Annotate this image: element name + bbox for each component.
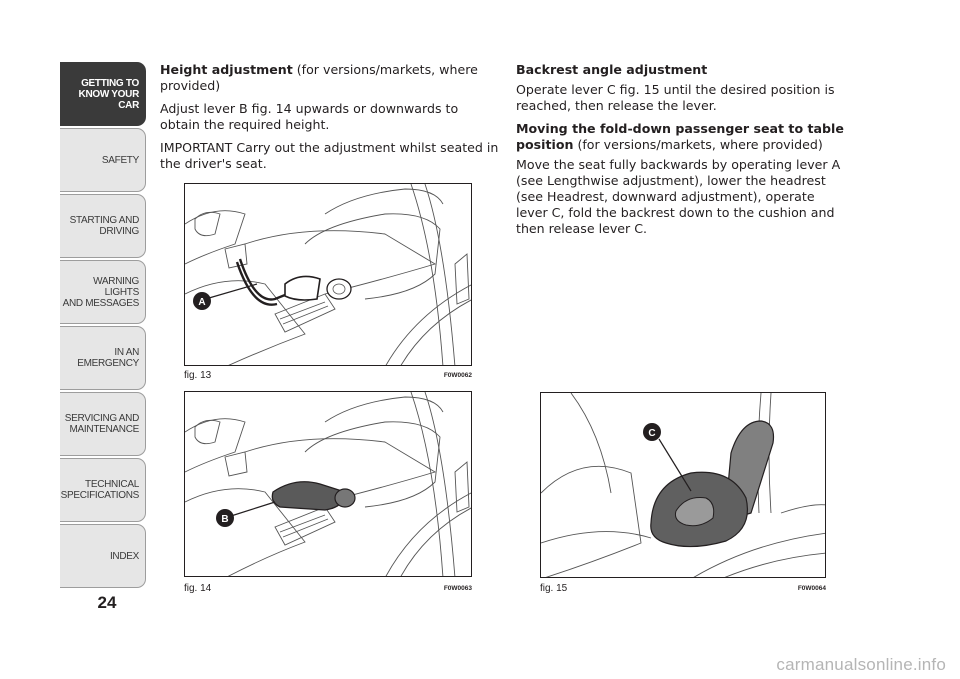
left-column: Height adjustment (for versions/markets,… [160, 62, 500, 179]
tab-technical-specifications[interactable]: TECHNICAL SPECIFICATIONS [60, 458, 146, 522]
fig-15-code: F0W0064 [797, 585, 826, 592]
fig-14-label: fig. 14 [184, 583, 212, 594]
tab-getting-to-know-your-car[interactable]: GETTING TO KNOW YOUR CAR [60, 62, 146, 126]
fold-down-paragraph: Moving the fold-down passenger seat to t… [516, 121, 846, 153]
figure-13-seat-lever-a: A [184, 183, 472, 366]
right-column: Backrest angle adjustment Operate lever … [516, 62, 846, 244]
page-number: 24 [97, 593, 117, 612]
watermark: carmanualsonline.info [776, 655, 946, 674]
callout-a-marker [193, 292, 211, 310]
fig-13-label: fig. 13 [184, 370, 212, 381]
callout-b: B [221, 514, 228, 525]
tab-index[interactable]: INDEX [60, 524, 146, 588]
tab-warning-lights[interactable]: WARNING LIGHTS AND MESSAGES [60, 260, 146, 324]
backrest-lever-illustration: C [541, 393, 825, 577]
fold-down-title: Moving the fold-down passenger seat to t… [516, 121, 844, 152]
seat-lengthwise-illustration: A [185, 184, 471, 365]
fig-13-code: F0W0062 [443, 372, 472, 379]
height-adjustment-note: (for versions/markets, where provided) [160, 62, 478, 93]
fold-down-text: Move the seat fully backwards by operati… [516, 157, 841, 236]
callout-c: C [648, 428, 655, 439]
callout-c-marker [643, 423, 661, 441]
height-adjustment-title: Height adjustment [160, 62, 293, 77]
backrest-title: Backrest angle adjustment [516, 62, 708, 77]
tab-safety[interactable]: SAFETY [60, 128, 146, 192]
fold-down-note: (for versions/markets, where provided) [573, 137, 823, 152]
tab-in-an-emergency[interactable]: IN AN EMERGENCY [60, 326, 146, 390]
callout-a: A [198, 297, 205, 308]
tab-starting-and-driving[interactable]: STARTING AND DRIVING [60, 194, 146, 258]
figure-15-backrest-lever-c: C [540, 392, 826, 578]
height-adjustment-text: Adjust lever B fig. 14 upwards or downwa… [160, 101, 459, 132]
fig-14-code: F0W0063 [443, 585, 472, 592]
callout-b-marker [216, 509, 234, 527]
figure-14-seat-lever-b: B [184, 391, 472, 577]
backrest-text: Operate lever C fig. 15 until the desire… [516, 82, 835, 113]
height-adjustment-paragraph: Height adjustment (for versions/markets,… [160, 62, 500, 94]
fig-15-label: fig. 15 [540, 583, 568, 594]
tab-servicing-and-maintenance[interactable]: SERVICING AND MAINTENANCE [60, 392, 146, 456]
important-note: IMPORTANT Carry out the adjustment whils… [160, 140, 499, 171]
seat-height-illustration: B [185, 392, 471, 576]
